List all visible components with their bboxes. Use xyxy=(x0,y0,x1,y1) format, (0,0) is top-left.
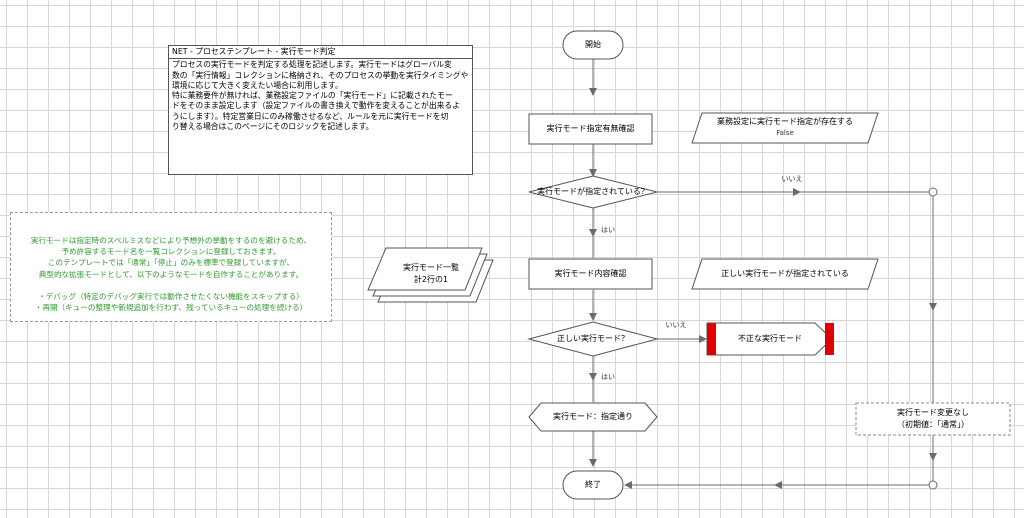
end-node[interactable] xyxy=(562,470,624,500)
decision-correct[interactable] xyxy=(527,321,659,357)
description-body: プロセスの実行モードを判定する処理を記述します。実行モードはグローバル変 数の「… xyxy=(169,59,472,132)
check-content-label: 実行モード内容確認 xyxy=(554,269,627,278)
no-change-label-1: 実行モード変更なし xyxy=(897,408,969,417)
calc-as-specified[interactable] xyxy=(528,402,658,432)
exception-left-bar xyxy=(707,323,716,355)
exception-right-bar xyxy=(825,323,834,355)
check-content-action[interactable] xyxy=(528,258,653,290)
note-line: このテンプレートでは「通常」「停止」のみを標準で登録していますが、 xyxy=(47,258,295,268)
process-description-note: NET - プロセステンプレート - 実行モード判定 プロセスの実行モードを判定… xyxy=(168,45,473,175)
start-node[interactable] xyxy=(562,30,624,60)
data-setting-label-1: 業務設定に実行モード指定が存在する xyxy=(717,117,853,126)
description-line: 数の「実行情報」コレクションに格納され、そのプロセスの挙動を実行タイミングや xyxy=(172,70,469,80)
check-exists-action[interactable] xyxy=(528,113,653,145)
no-change-calc[interactable] xyxy=(855,402,1011,436)
check-exists-label: 実行モード指定有無確認 xyxy=(546,124,635,133)
note-line: 実行モードは指定時のスペルミスなどにより予想外の挙動をするのを避けるため、 xyxy=(30,236,312,245)
no-label-1: いいえ xyxy=(781,175,803,183)
collection-label-2: 計2行の1 xyxy=(413,275,449,284)
note-line: 予め許容するモード名を一覧コレクションに登録しておきます。 xyxy=(61,247,281,257)
note-spacer xyxy=(11,280,331,291)
description-title: NET - プロセステンプレート - 実行モード判定 xyxy=(169,46,472,60)
collection-stack-front[interactable] xyxy=(367,247,483,291)
collection-label-1: 実行モード一覧 xyxy=(403,263,459,272)
data-correct-mode[interactable] xyxy=(691,258,879,290)
exception-label: 不正な実行モード xyxy=(738,334,802,343)
description-line: 特に業務要件が無ければ、業務設定ファイルの「実行モード」に記載されたモー xyxy=(172,91,453,101)
start-label: 開始 xyxy=(585,40,601,49)
no-label-2: いいえ xyxy=(665,321,687,329)
decision-correct-label: 正しい実行モード？ xyxy=(557,334,629,343)
description-line: プロセスの実行モードを判定する処理を記述します。実行モードはグローバル変 xyxy=(172,60,452,70)
yes-label-2: はい xyxy=(601,373,615,381)
yes-label-1: はい xyxy=(601,226,615,234)
note-line: ・再開（キューの整理や新規追加を行わず、残っているキューの処理を続ける） xyxy=(34,303,308,313)
data-setting-label-2: False xyxy=(776,129,794,137)
description-line: 環境に応じて大きく変えたい場合に利用します。 xyxy=(172,80,343,90)
description-line: ドをそのまま設定します（設定ファイルの書き換えで動作を変えることが出来るよ xyxy=(172,101,461,111)
mode-list-note: 実行モードは指定時のスペルミスなどにより予想外の挙動をするのを避けるため、 予め… xyxy=(10,212,332,322)
calc-as-specified-label: 実行モード：指定通り xyxy=(553,412,633,421)
note-line: ・デバッグ（特定のデバッグ実行では動作させたくない機能をスキップする） xyxy=(38,291,304,301)
decision-specified[interactable] xyxy=(528,175,658,209)
anchor-circle-top xyxy=(928,187,938,197)
end-label: 終了 xyxy=(585,480,601,489)
description-line: り替える場合はこのページにそのロジックを記述します。 xyxy=(172,122,374,132)
anchor-circle-bottom xyxy=(928,480,938,490)
decision-specified-label: 実行モードが指定されている？ xyxy=(537,187,649,196)
no-change-label-2: （初期値：「通常」） xyxy=(897,420,969,429)
description-line: うにします）。特定営業日にのみ稼働させるなど、ルールを元に実行モードを切 xyxy=(172,111,449,121)
note-line: 典型的な拡張モードとして、以下のようなモードを自作することがあります。 xyxy=(38,269,304,279)
data-correct-label: 正しい実行モードが指定されている xyxy=(721,269,849,278)
data-setting-exists[interactable] xyxy=(691,112,879,144)
